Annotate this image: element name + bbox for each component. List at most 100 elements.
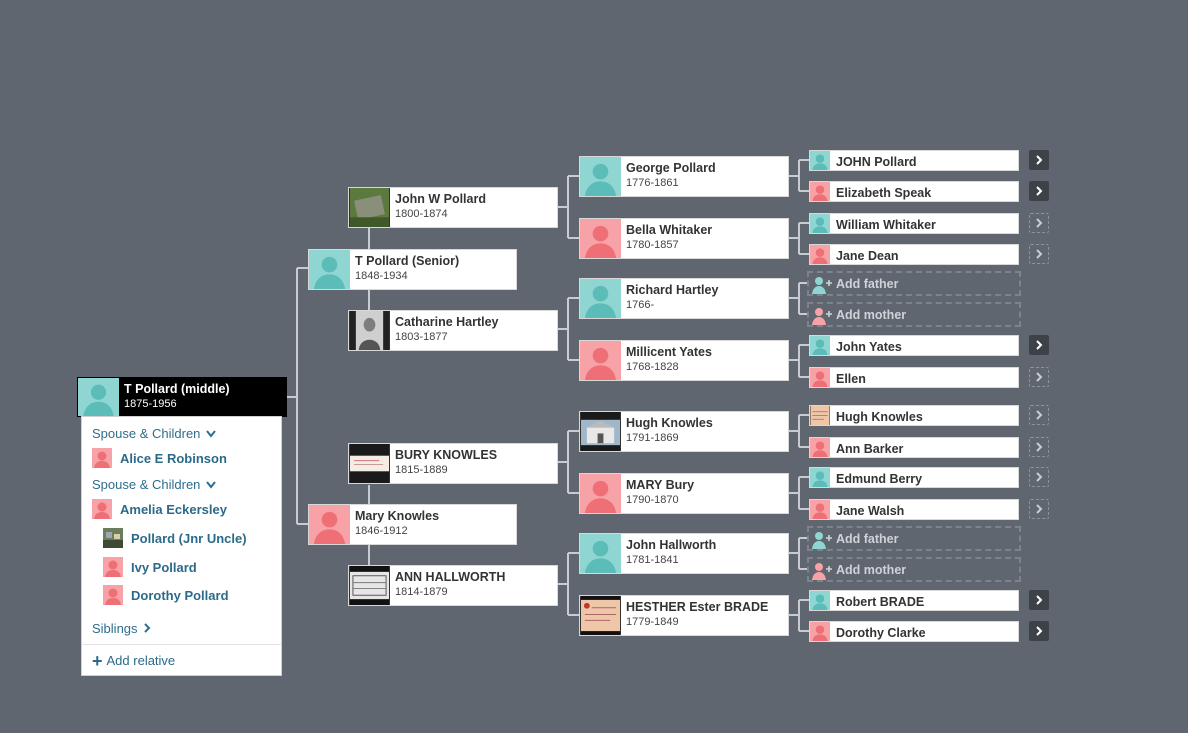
ancestor-card[interactable]: Elizabeth Speak	[809, 181, 1019, 202]
great-grandparent-card[interactable]: John Hallworth 1781-1841	[579, 533, 789, 574]
person-dates: 1846-1912	[355, 525, 408, 537]
person-name: Dorothy Clarke	[836, 625, 926, 640]
person-name: Robert BRADE	[836, 594, 925, 609]
person-name: William Whitaker	[836, 217, 936, 232]
expand-ancestors-button[interactable]	[1029, 213, 1049, 233]
add-mother-button[interactable]: Add mother	[807, 302, 1021, 327]
add-female-person-icon	[812, 562, 832, 580]
person-dates: 1875-1956	[124, 398, 177, 410]
male-silhouette-icon	[810, 591, 830, 610]
chevron-right-icon	[144, 623, 151, 633]
person-dates: 1781-1841	[626, 554, 679, 566]
female-silhouette-icon	[103, 557, 123, 577]
photo-thumbnail	[580, 596, 621, 635]
person-dates: 1791-1869	[626, 432, 679, 444]
great-grandparent-card[interactable]: Richard Hartley 1766-	[579, 278, 789, 319]
add-relative-button[interactable]: + Add relative	[92, 650, 176, 671]
expand-ancestors-button[interactable]	[1029, 405, 1049, 425]
great-grandparent-card[interactable]: George Pollard 1776-1861	[579, 156, 789, 197]
child-link[interactable]: Dorothy Pollard	[103, 585, 229, 605]
ancestor-card[interactable]: John Yates	[809, 335, 1019, 356]
female-silhouette-icon	[92, 499, 112, 519]
photo-thumbnail	[349, 188, 390, 227]
ancestor-card[interactable]: Ellen	[809, 367, 1019, 388]
chevron-right-icon	[1036, 626, 1043, 636]
great-grandparent-card[interactable]: MARY Bury 1790-1870	[579, 473, 789, 514]
person-dates: 1800-1874	[395, 208, 448, 220]
spouse-link[interactable]: Alice E Robinson	[92, 448, 227, 468]
female-silhouette-icon	[580, 219, 621, 258]
person-name: Bella Whitaker	[626, 223, 713, 237]
expand-ancestors-button[interactable]	[1029, 181, 1049, 201]
male-silhouette-icon	[810, 214, 830, 233]
ancestor-card[interactable]: Dorothy Clarke	[809, 621, 1019, 642]
add-mother-button[interactable]: Add mother	[807, 557, 1021, 582]
person-name: HESTHER Ester BRADE	[626, 600, 769, 614]
person-name: BURY KNOWLES	[395, 448, 498, 462]
child-link[interactable]: Pollard (Jnr Uncle)	[103, 528, 247, 548]
spouse-children-toggle[interactable]: Spouse & Children	[92, 426, 216, 441]
great-grandparent-card[interactable]: Hugh Knowles 1791-1869	[579, 411, 789, 452]
photo-thumbnail	[103, 528, 123, 548]
add-father-button[interactable]: Add father	[807, 271, 1021, 296]
add-father-button[interactable]: Add father	[807, 526, 1021, 551]
great-grandparent-card[interactable]: Millicent Yates 1768-1828	[579, 340, 789, 381]
person-name: ANN HALLWORTH	[395, 570, 506, 584]
person-dates: 1815-1889	[395, 464, 448, 476]
great-grandparent-card[interactable]: HESTHER Ester BRADE 1779-1849	[579, 595, 789, 636]
grandparent-card[interactable]: BURY KNOWLES 1815-1889	[348, 443, 558, 484]
chevron-right-icon	[1036, 249, 1043, 259]
chevron-right-icon	[1036, 155, 1043, 165]
grandparent-card[interactable]: ANN HALLWORTH 1814-1879	[348, 565, 558, 606]
ancestor-card[interactable]: Robert BRADE	[809, 590, 1019, 611]
ancestor-card[interactable]: Edmund Berry	[809, 467, 1019, 488]
female-silhouette-icon	[103, 585, 123, 605]
ancestor-card[interactable]: Jane Dean	[809, 244, 1019, 265]
expand-ancestors-button[interactable]	[1029, 621, 1049, 641]
parent-card-father[interactable]: T Pollard (Senior) 1848-1934	[308, 249, 517, 290]
female-silhouette-icon	[810, 500, 830, 519]
chevron-right-icon	[1036, 410, 1043, 420]
female-silhouette-icon	[810, 182, 830, 201]
expand-ancestors-button[interactable]	[1029, 437, 1049, 457]
child-link[interactable]: Ivy Pollard	[103, 557, 197, 577]
ancestor-card[interactable]: Jane Walsh	[809, 499, 1019, 520]
chevron-right-icon	[1036, 472, 1043, 482]
person-name: Catharine Hartley	[395, 315, 499, 329]
expand-ancestors-button[interactable]	[1029, 244, 1049, 264]
siblings-toggle[interactable]: Siblings	[92, 621, 151, 636]
male-silhouette-icon	[810, 336, 830, 355]
person-name: John Hallworth	[626, 538, 717, 552]
person-name: Ann Barker	[836, 441, 904, 456]
parent-card-mother[interactable]: Mary Knowles 1846-1912	[308, 504, 517, 545]
person-name: George Pollard	[626, 161, 716, 175]
root-person-card[interactable]: T Pollard (middle) 1875-1956	[77, 377, 287, 417]
person-dates: 1776-1861	[626, 177, 679, 189]
female-silhouette-icon	[810, 622, 830, 641]
person-dates: 1780-1857	[626, 239, 679, 251]
person-dates: 1848-1934	[355, 270, 408, 282]
photo-thumbnail	[349, 444, 390, 483]
person-name: John W Pollard	[395, 192, 486, 206]
ancestor-card[interactable]: JOHN Pollard	[809, 150, 1019, 171]
expand-ancestors-button[interactable]	[1029, 150, 1049, 170]
expand-ancestors-button[interactable]	[1029, 335, 1049, 355]
expand-ancestors-button[interactable]	[1029, 367, 1049, 387]
expand-ancestors-button[interactable]	[1029, 499, 1049, 519]
ancestor-card[interactable]: Ann Barker	[809, 437, 1019, 458]
ancestor-card[interactable]: Hugh Knowles	[809, 405, 1019, 426]
spouse-children-toggle[interactable]: Spouse & Children	[92, 477, 216, 492]
expand-ancestors-button[interactable]	[1029, 590, 1049, 610]
ancestor-card[interactable]: William Whitaker	[809, 213, 1019, 234]
male-silhouette-icon	[580, 157, 621, 196]
person-name: JOHN Pollard	[836, 154, 917, 169]
expand-ancestors-button[interactable]	[1029, 467, 1049, 487]
person-name: Millicent Yates	[626, 345, 712, 359]
male-silhouette-icon	[810, 468, 830, 487]
spouse-link[interactable]: Amelia Eckersley	[92, 499, 227, 519]
male-silhouette-icon	[580, 279, 621, 318]
female-silhouette-icon	[309, 505, 350, 544]
grandparent-card[interactable]: John W Pollard 1800-1874	[348, 187, 558, 228]
grandparent-card[interactable]: Catharine Hartley 1803-1877	[348, 310, 558, 351]
great-grandparent-card[interactable]: Bella Whitaker 1780-1857	[579, 218, 789, 259]
